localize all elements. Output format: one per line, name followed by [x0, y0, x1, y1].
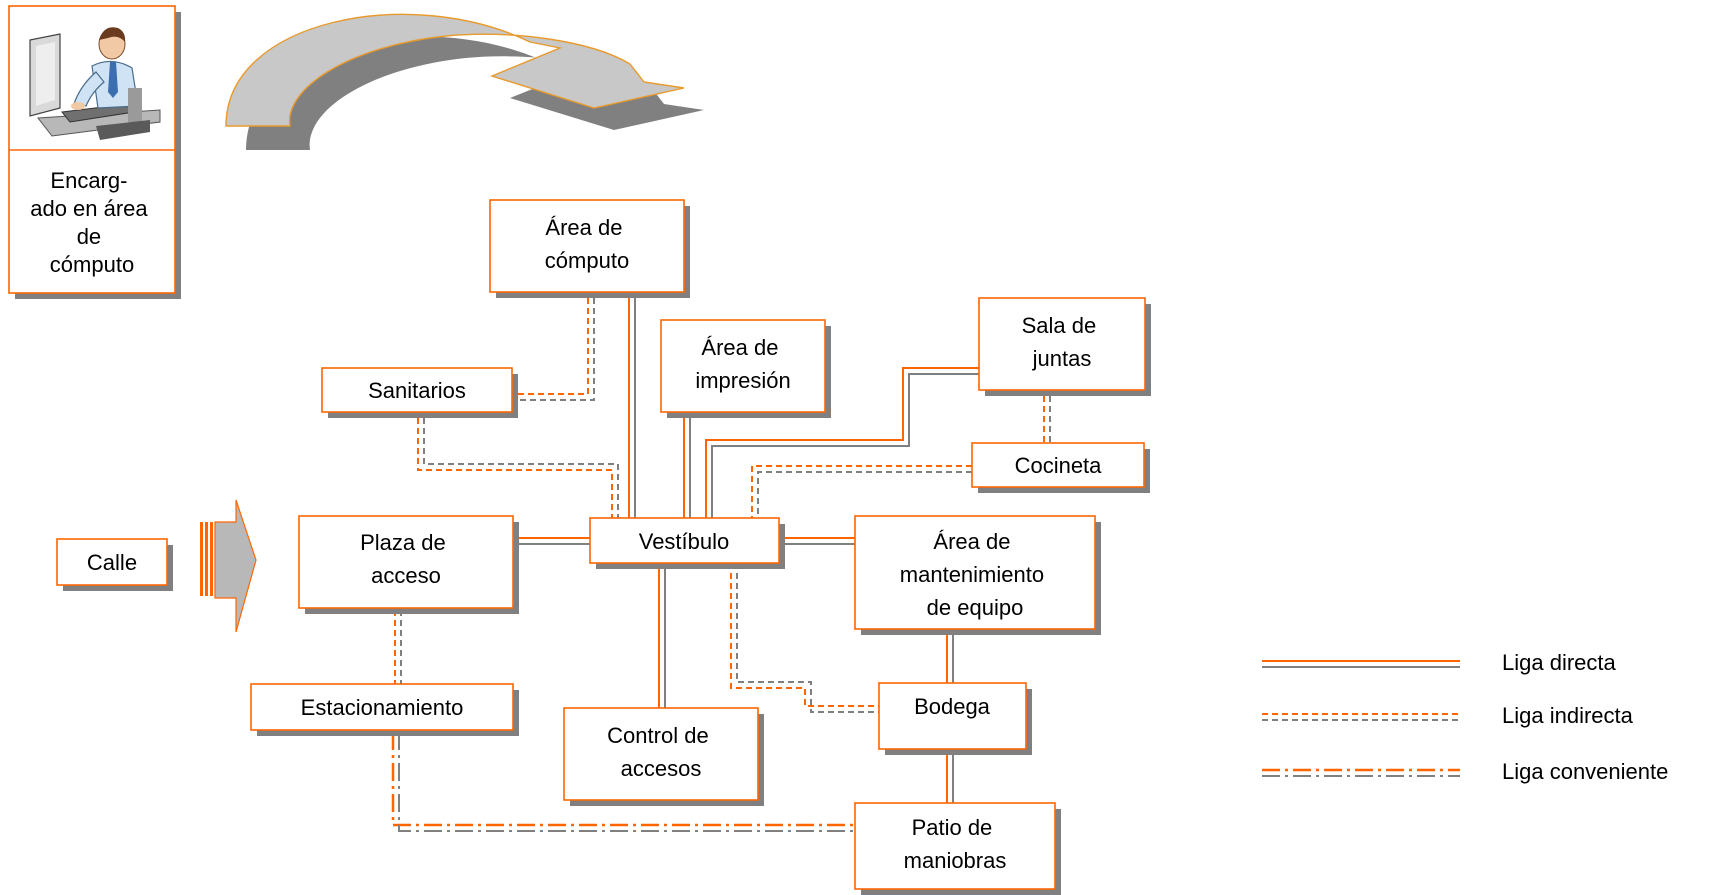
node-label: Patio de maniobras	[904, 815, 1007, 873]
node-label: Área de cómputo	[545, 215, 629, 273]
link-sala-cocineta	[1043, 396, 1051, 443]
link-cocineta-vestibulo	[751, 465, 972, 518]
node-area-mantenimiento: Área de mantenimiento de equipo	[854, 515, 1101, 635]
legend-label-direct: Liga directa	[1502, 650, 1617, 675]
legend: Liga directa Liga indirecta Liga conveni…	[1262, 650, 1668, 784]
label-line: acceso	[371, 563, 441, 588]
link-vestibulo-control	[658, 563, 666, 708]
label-line: Calle	[87, 550, 137, 575]
label-line: Plaza de	[360, 530, 446, 555]
node-plaza-acceso: Plaza de acceso	[298, 515, 519, 614]
label-line: maniobras	[904, 848, 1007, 873]
link-bodega-patio	[946, 755, 954, 803]
link-vestibulo-bodega	[730, 563, 879, 713]
link-mantenimiento-bodega	[946, 635, 954, 683]
node-label: Área de mantenimiento de equipo	[900, 529, 1050, 620]
node-label: Cocineta	[1015, 453, 1103, 478]
node-sala-juntas: Sala de juntas	[978, 297, 1151, 396]
label-line: Vestíbulo	[639, 529, 730, 554]
label-line: de equipo	[927, 595, 1024, 620]
label-line: Estacionamiento	[301, 695, 464, 720]
caption-line: ado en área	[30, 196, 148, 221]
legend-item-convenient: Liga conveniente	[1262, 759, 1668, 784]
node-area-impresion: Área de impresión	[660, 319, 831, 418]
link-sanitarios-vestibulo	[417, 418, 619, 518]
node-label: Estacionamiento	[301, 695, 464, 720]
label-line: juntas	[1032, 346, 1092, 371]
node-area-computo: Área de cómputo	[489, 199, 690, 298]
node-estacionamiento: Estacionamiento	[250, 683, 519, 736]
label-line: impresión	[695, 368, 790, 393]
label-line: mantenimiento	[900, 562, 1044, 587]
node-control-accesos: Control de accesos	[563, 707, 764, 806]
curved-arrow-icon	[225, 13, 704, 150]
person-caption: Encarg- ado en área de cómputo	[30, 168, 154, 277]
label-line: Cocineta	[1015, 453, 1103, 478]
node-sanitarios: Sanitarios	[321, 367, 518, 418]
link-plaza-estacionamiento	[394, 610, 402, 684]
link-estacionamiento-patio	[391, 732, 855, 832]
entry-arrow-icon	[200, 499, 257, 633]
legend-label-convenient: Liga conveniente	[1502, 759, 1668, 784]
link-computo-sanitarios	[518, 298, 595, 401]
label-line: cómputo	[545, 248, 629, 273]
label-line: Patio de	[912, 815, 993, 840]
legend-item-indirect: Liga indirecta	[1262, 703, 1634, 728]
node-cocineta: Cocineta	[971, 442, 1150, 493]
label-line: Área de	[545, 215, 622, 240]
node-label: Sala de juntas	[1022, 313, 1103, 371]
legend-label-indirect: Liga indirecta	[1502, 703, 1634, 728]
label-line: Bodega	[914, 694, 991, 719]
node-label: Bodega	[914, 694, 991, 719]
node-label: Área de impresión	[695, 335, 790, 393]
link-computo-vestibulo	[628, 298, 636, 518]
node-label: Calle	[87, 550, 137, 575]
label-line: Sala de	[1022, 313, 1097, 338]
node-label: Vestíbulo	[639, 529, 730, 554]
label-line: Área de	[701, 335, 778, 360]
link-impresion-vestibulo	[683, 418, 691, 518]
node-label: Plaza de acceso	[360, 530, 452, 588]
nodes: Área de cómputo Área de impresión Sala d…	[56, 199, 1151, 895]
caption-line: de	[77, 224, 101, 249]
link-vestibulo-mantenimiento	[779, 537, 855, 545]
node-label: Sanitarios	[368, 378, 466, 403]
person-card: Encarg- ado en área de cómputo	[8, 5, 181, 299]
legend-item-direct: Liga directa	[1262, 650, 1617, 675]
caption-line: Encarg-	[50, 168, 127, 193]
node-patio-maniobras: Patio de maniobras	[854, 802, 1061, 895]
caption-line: cómputo	[50, 252, 134, 277]
node-calle: Calle	[56, 538, 173, 591]
label-line: accesos	[621, 756, 702, 781]
connections	[391, 298, 1051, 832]
label-line: Control de	[607, 723, 709, 748]
worker-at-computer-icon	[20, 18, 164, 144]
link-plaza-vestibulo	[519, 537, 590, 545]
node-bodega: Bodega	[878, 682, 1032, 755]
label-line: Sanitarios	[368, 378, 466, 403]
node-label: Control de accesos	[607, 723, 715, 781]
label-line: Área de	[933, 529, 1010, 554]
link-sala-vestibulo	[705, 367, 979, 518]
node-vestibulo: Vestíbulo	[589, 517, 785, 569]
